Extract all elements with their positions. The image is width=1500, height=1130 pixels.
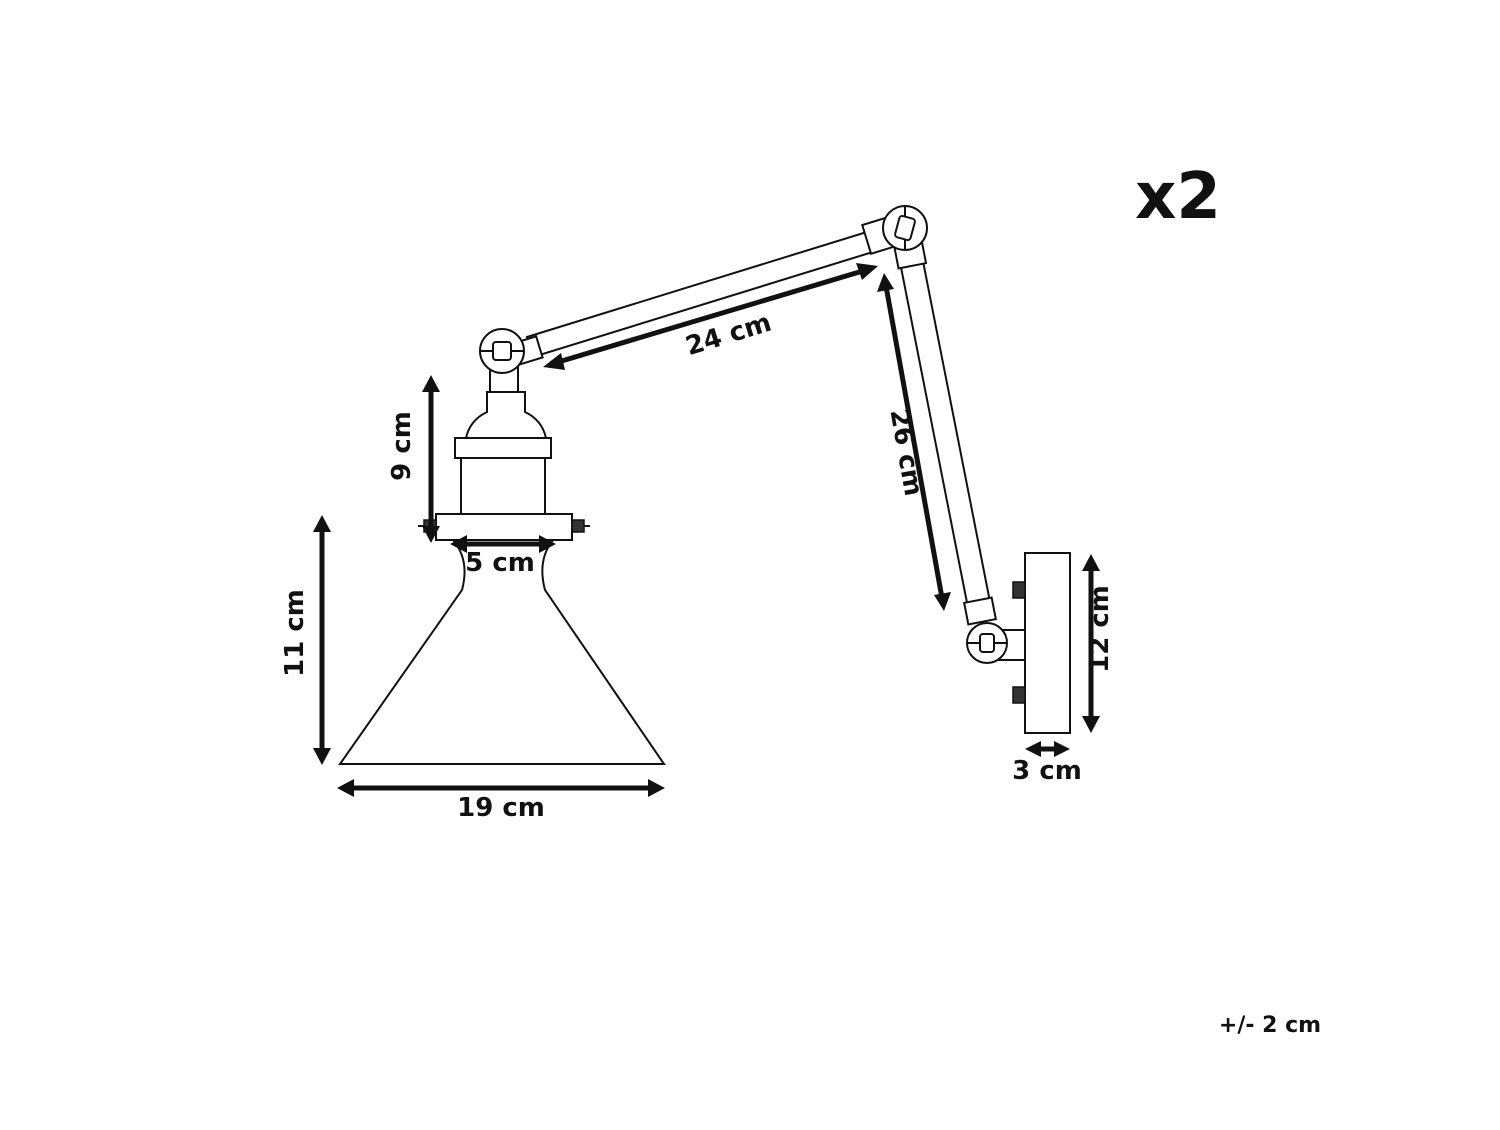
elbow-joint-knob — [882, 205, 928, 251]
dimension-label-socket-height: 9 cm — [387, 411, 417, 481]
dimension-label-shade-height: 11 cm — [280, 589, 310, 677]
lamp-shade — [338, 539, 666, 765]
lower-joint-knob — [966, 622, 1008, 664]
dimension-label-base-height: 12 cm — [1085, 585, 1115, 673]
quantity-label: x2 — [1135, 160, 1221, 234]
dimension-label-upper-arm: 24 cm — [682, 308, 775, 362]
dimension-label-lower-arm: 26 cm — [883, 407, 928, 499]
tolerance-label: +/- 2 cm — [1219, 1013, 1321, 1038]
lamp-socket — [418, 391, 590, 541]
dimension-label-base-depth: 3 cm — [1012, 756, 1082, 786]
dimension-arrows — [313, 263, 1100, 797]
socket-joint — [479, 328, 544, 393]
dimension-label-socket-width: 5 cm — [465, 548, 535, 578]
dimension-label-shade-width: 19 cm — [457, 793, 545, 823]
